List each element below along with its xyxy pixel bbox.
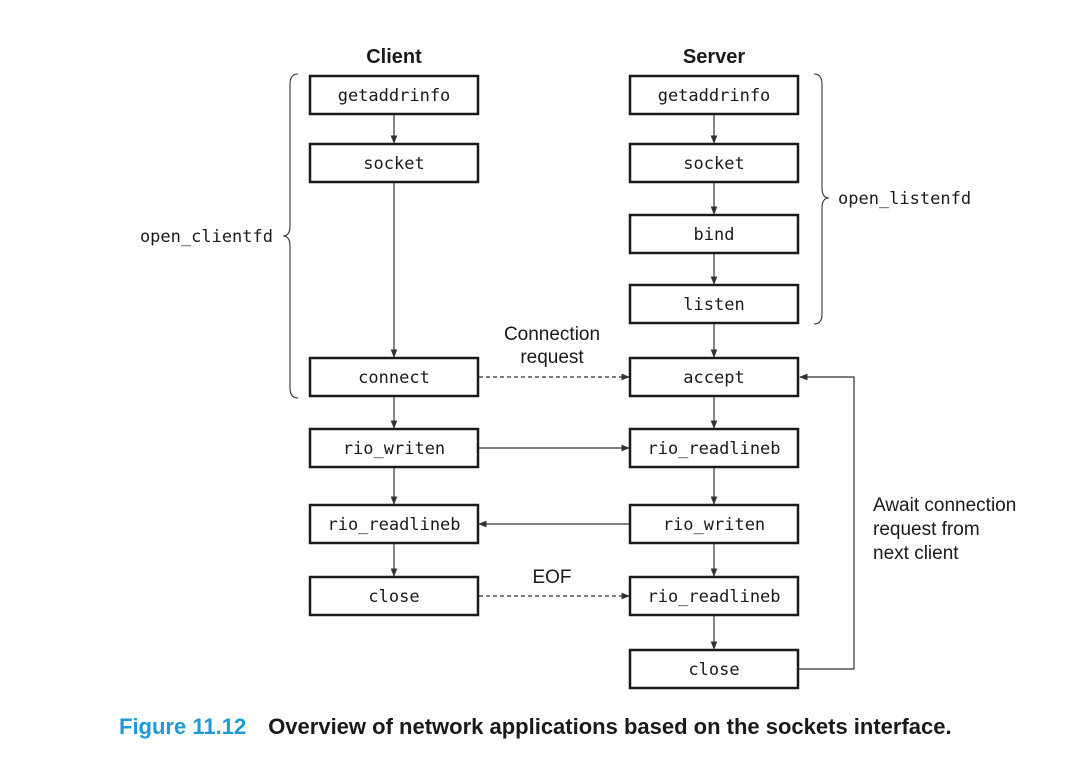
server-rio-readlineb-1-label: rio_readlineb [647,439,780,459]
client-heading: Client [366,46,422,68]
open-listenfd-brace [813,73,830,325]
client-socket-label: socket [363,154,424,174]
server-box-socket: socket [628,142,800,184]
client-rio-writen-label: rio_writen [343,439,445,459]
server-accept-label: accept [683,368,744,388]
client-rio-readlineb-label: rio_readlineb [327,515,460,535]
await-label-line1: Await connection [873,495,1016,516]
server-rio-writen-label: rio_writen [663,515,765,535]
client-box-socket: socket [308,142,480,184]
server-close-label: close [688,660,739,680]
server-box-listen: listen [628,283,800,325]
client-box-rio-readlineb: rio_readlineb [308,503,480,545]
client-box-close: close [308,575,480,617]
client-box-getaddrinfo: getaddrinfo [308,74,480,116]
server-box-rio-readlineb-2: rio_readlineb [628,575,800,617]
server-heading: Server [683,46,745,68]
figure-caption-text: Overview of network applications based o… [268,714,951,739]
server-getaddrinfo-label: getaddrinfo [658,86,771,106]
await-label-line3: next client [873,543,959,564]
loop-back-arrow [799,373,855,670]
figure-number: Figure 11.12 [119,714,246,739]
open-listenfd-label: open_listenfd [838,189,971,209]
client-close-label: close [368,587,419,607]
server-listen-label: listen [683,295,744,315]
server-bind-label: bind [694,225,735,245]
open-clientfd-label: open_clientfd [140,227,273,247]
server-box-rio-writen: rio_writen [628,503,800,545]
await-label-line2: request from [873,519,980,540]
server-box-accept: accept [628,356,800,398]
client-box-rio-writen: rio_writen [308,427,480,469]
client-getaddrinfo-label: getaddrinfo [338,86,451,106]
eof-label: EOF [532,567,571,588]
server-box-rio-readlineb-1: rio_readlineb [628,427,800,469]
server-box-getaddrinfo: getaddrinfo [628,74,800,116]
server-box-close: close [628,648,800,690]
figure-caption: Figure 11.12 Overview of network applica… [119,714,952,739]
client-connect-label: connect [358,368,430,388]
server-box-bind: bind [628,213,800,255]
open-clientfd-brace [282,73,299,399]
client-box-connect: connect [308,356,480,398]
server-rio-readlineb-2-label: rio_readlineb [647,587,780,607]
connection-request-label-line2: request [520,347,584,368]
server-socket-label: socket [683,154,744,174]
connection-request-label-line1: Connection [504,324,600,345]
